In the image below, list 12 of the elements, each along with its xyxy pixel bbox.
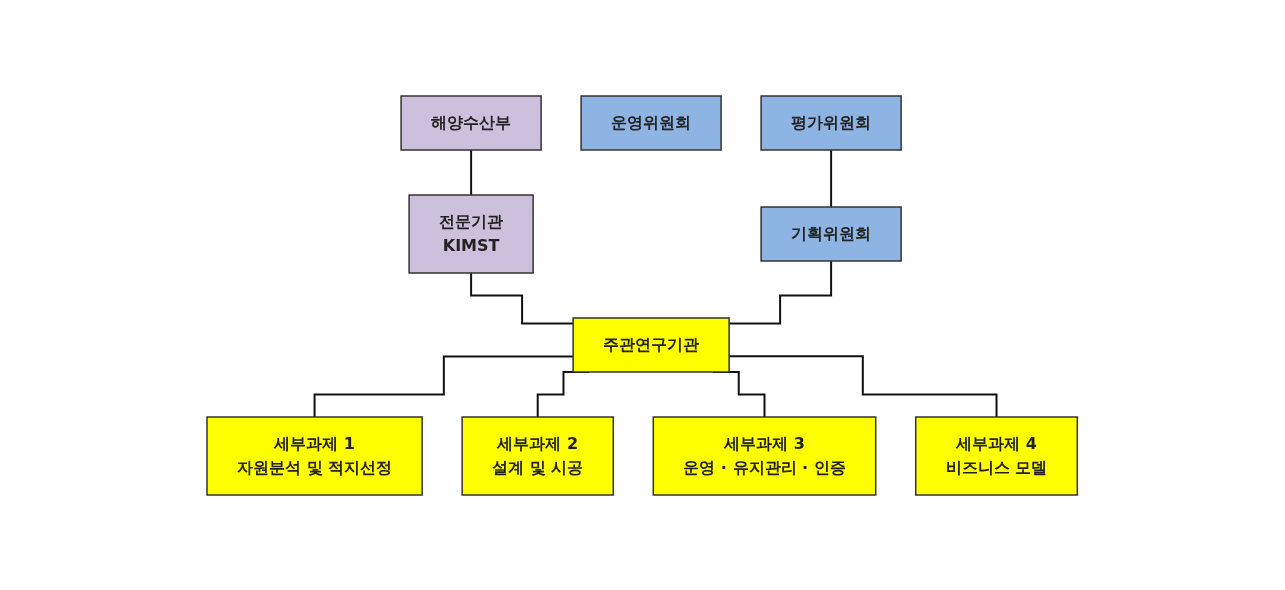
node-box: 주관연구기관 — [572, 316, 731, 373]
node-box: 세부과제 1 자원분석 및 적지선정 — [206, 415, 424, 496]
node-box: 운영위원회 — [580, 94, 723, 151]
node-box: 기획위원회 — [760, 205, 903, 262]
node-box: 평가위원회 — [760, 94, 903, 151]
node-box: 세부과제 3 운영 · 유지관리 · 인증 — [652, 415, 877, 496]
node-box: 해양수산부 — [400, 94, 543, 151]
connector — [830, 148, 833, 208]
node-box: 전문기관 KIMST — [408, 193, 535, 274]
node-box: 세부과제 2 설계 및 시공 — [461, 415, 615, 496]
connector — [470, 148, 473, 196]
node-box: 세부과제 4 비즈니스 모델 — [915, 415, 1079, 496]
